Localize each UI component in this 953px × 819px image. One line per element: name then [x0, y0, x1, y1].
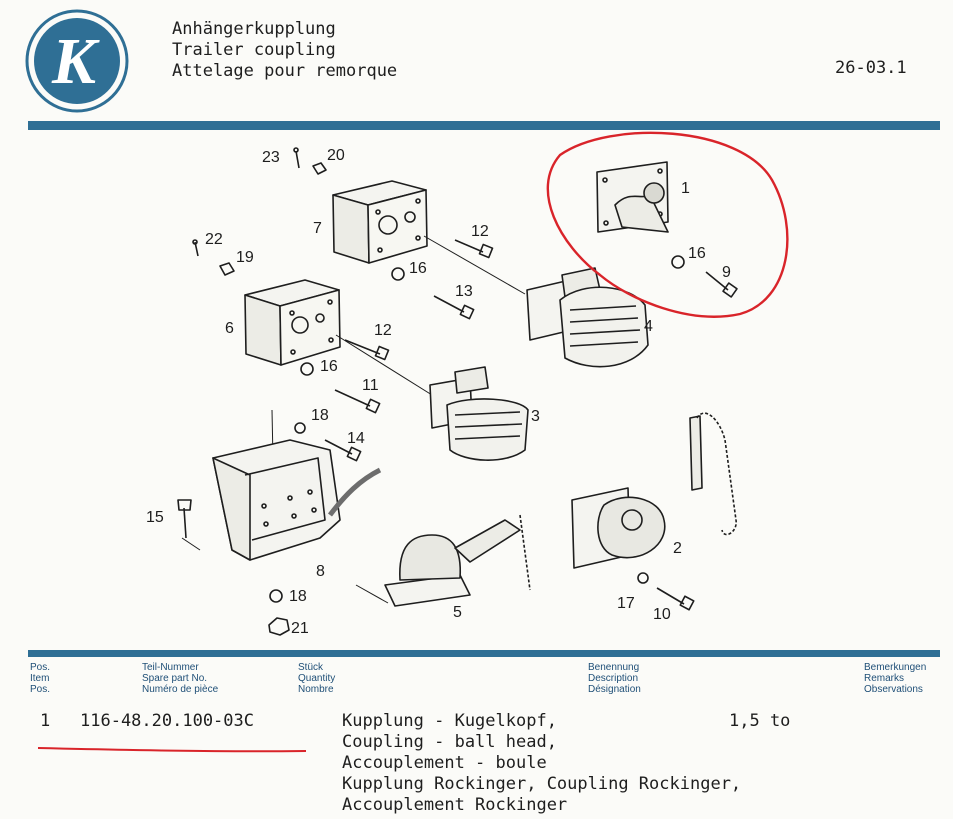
callout-20: 20 [327, 147, 345, 164]
assembly-lines [181, 235, 526, 604]
top-divider [28, 121, 940, 130]
callout-5: 5 [453, 604, 462, 621]
title-german: Anhängerkupplung [172, 19, 336, 39]
description-line: Coupling - ball head, [342, 732, 557, 752]
small-hardware [192, 147, 685, 636]
exploded-parts-diagram: 23 20 7 12 22 19 16 13 6 12 16 11 18 14 … [146, 131, 789, 637]
callout-23: 23 [262, 149, 280, 166]
part-number-underline [37, 747, 307, 753]
part-5-coupling [384, 514, 531, 607]
part-8-bracket [212, 439, 382, 561]
callout-12: 12 [374, 322, 392, 339]
callout-1: 1 [681, 180, 690, 197]
header-quantity: Stück Quantity Nombre [298, 662, 336, 695]
callout-17: 17 [617, 595, 635, 612]
description-line: Kupplung - Kugelkopf, [342, 711, 557, 731]
header-part-number: Teil-Nummer Spare part No. Numéro de piè… [142, 662, 219, 695]
callout-13: 13 [455, 283, 473, 300]
header-remarks: Bemerkungen Remarks Observations [864, 662, 927, 695]
callout-7: 7 [313, 220, 322, 237]
callout-18: 18 [311, 407, 329, 424]
highlight-circle [546, 131, 789, 318]
callout-9: 9 [722, 264, 731, 281]
row-remark: 1,5 to [729, 711, 791, 731]
part-1-ballhead [596, 161, 669, 233]
document-number: 26-03.1 [835, 58, 907, 78]
part-2-coupling [571, 412, 737, 569]
callout-18: 18 [289, 588, 307, 605]
callout-16: 16 [320, 358, 338, 375]
header-description: Benennung Description Désignation [588, 662, 641, 695]
callout-11: 11 [362, 377, 379, 394]
kogel-logo: K [25, 9, 129, 113]
header-pos: Pos. Item Pos. [30, 662, 51, 695]
callout-4: 4 [644, 318, 653, 335]
description-line: Accouplement - boule [342, 753, 547, 773]
part-6-block [244, 279, 341, 366]
bottom-divider [28, 650, 940, 657]
callout-10: 10 [653, 606, 671, 623]
title-french: Attelage pour remorque [172, 61, 398, 81]
part-7-block [332, 180, 428, 264]
callout-19: 19 [236, 249, 254, 266]
bolts [177, 239, 738, 611]
row-pos: 1 [40, 711, 51, 731]
callout-2: 2 [673, 540, 682, 557]
title-english: Trailer coupling [172, 40, 336, 60]
callout-12: 12 [471, 223, 489, 240]
callout-8: 8 [316, 563, 325, 580]
document-title: Anhängerkupplung Trailer coupling Attela… [172, 19, 397, 82]
part-3-coupling [429, 366, 529, 461]
description-line: Kupplung Rockinger, Coupling Rockinger, [342, 774, 742, 794]
row-description: Kupplung - Kugelkopf, Coupling - ball he… [342, 711, 741, 816]
description-line: Accouplement Rockinger [342, 795, 568, 815]
callout-16: 16 [688, 245, 706, 262]
callout-22: 22 [205, 231, 223, 248]
callout-3: 3 [531, 408, 540, 425]
callout-16: 16 [409, 260, 427, 277]
part-4-coupling [526, 267, 649, 368]
logo-letter: K [51, 25, 100, 98]
callout-15: 15 [146, 509, 164, 526]
callout-14: 14 [347, 430, 365, 447]
callout-21: 21 [291, 620, 309, 637]
callout-6: 6 [225, 320, 234, 337]
row-part-number: 116-48.20.100-03C [80, 711, 254, 731]
